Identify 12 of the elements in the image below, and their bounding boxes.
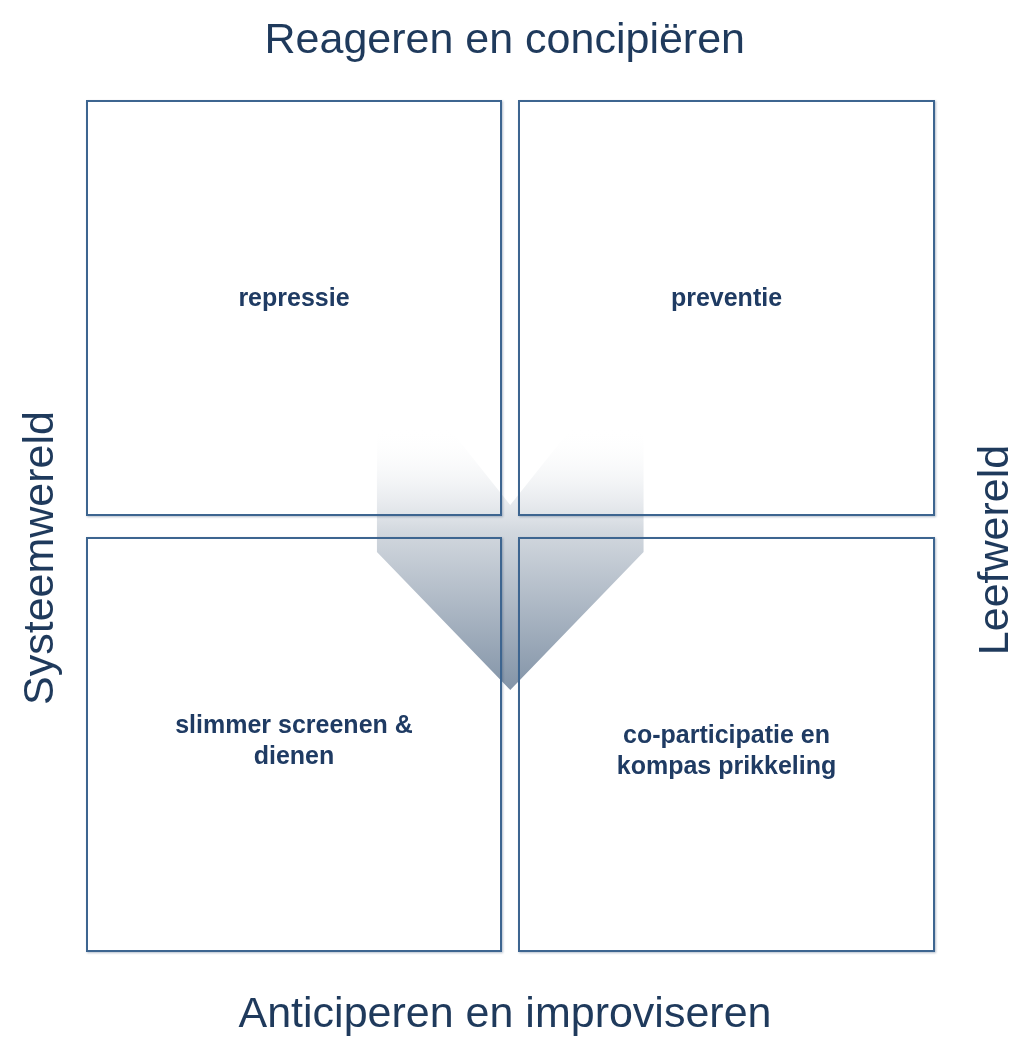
quadrant-label: slimmer screenen & dienen [174,709,414,771]
quadrant-box [518,100,935,516]
quadrant-label: co-participatie en kompas prikkeling [615,719,838,781]
quadrant-label: repressie [237,282,351,313]
quadrant-box [86,537,502,952]
axis-label: Leefwereld [969,444,1016,656]
quadrant-label: preventie [669,282,784,313]
axis-label: Systeemwereld [14,411,62,705]
axis-label: Anticiperen en improviseren [238,988,772,1036]
axis-label: Reageren en concipiëren [264,14,745,62]
quadrant-box [518,537,935,952]
quadrant-box [86,100,502,516]
